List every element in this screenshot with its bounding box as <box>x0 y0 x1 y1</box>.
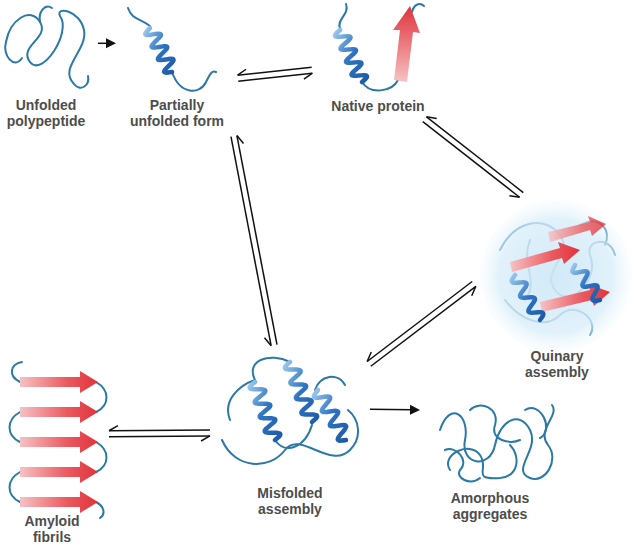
helix-ribbon <box>512 275 544 320</box>
figure-node: Amorphous aggregates <box>425 400 555 524</box>
arrow-line <box>423 122 520 198</box>
arrow-line <box>472 286 476 295</box>
figure-node: Amyloid fibrils <box>0 355 104 547</box>
node-label: Quinary assembly <box>507 348 607 380</box>
arrow-line <box>238 69 246 75</box>
node-label: Native protein <box>319 98 437 114</box>
arrow-line <box>237 136 277 345</box>
illustration-space <box>317 0 439 98</box>
arrow-line <box>509 196 519 198</box>
arrow-line <box>109 429 210 431</box>
node-label: Misfolded assembly <box>240 485 340 517</box>
reaction-arrow <box>423 117 524 197</box>
arrow-line <box>231 137 271 346</box>
helix-ribbon <box>335 30 367 82</box>
illustration-space <box>0 355 104 513</box>
node-label: Partially unfolded form <box>123 97 231 129</box>
figure-node: Partially unfolded form <box>121 0 233 131</box>
reaction-arrow <box>370 405 420 415</box>
reaction-arrow <box>231 136 277 346</box>
helix-ribbon <box>572 265 600 301</box>
coil-lines <box>5 4 615 518</box>
helix-ribbon <box>250 382 281 440</box>
node-label: Unfolded polypeptide <box>1 97 91 129</box>
arrow-line <box>426 117 436 119</box>
node-label: Amyloid fibrils <box>6 513 98 545</box>
node-label: Amorphous aggregates <box>440 490 540 522</box>
illustration-space <box>425 400 555 490</box>
figure-node: Unfolded polypeptide <box>0 0 93 131</box>
arrow-line <box>237 136 244 144</box>
arrow-line <box>201 436 210 441</box>
illustration-space <box>0 0 93 97</box>
arrow-line <box>370 409 412 411</box>
arrow-line <box>109 426 118 431</box>
figure-node: Misfolded assembly <box>215 350 365 519</box>
beta-strands <box>20 6 610 513</box>
arrow-line <box>238 67 312 75</box>
arrow-line <box>367 282 472 362</box>
arrow-line <box>304 73 312 79</box>
arrow-head <box>410 405 420 415</box>
helix-ribbon <box>145 28 173 73</box>
reaction-arrow <box>367 282 476 367</box>
illustration-space <box>478 198 636 348</box>
illustration-space <box>215 350 365 485</box>
figure-node: Quinary assembly <box>478 198 636 382</box>
helix-ribbon <box>285 362 317 422</box>
illustration-space <box>121 0 233 97</box>
arrow-line <box>367 352 371 361</box>
reaction-arrow <box>98 38 116 48</box>
helix-ribbon <box>314 390 346 441</box>
arrow-head <box>106 38 116 48</box>
arrow-line <box>265 338 272 346</box>
reaction-arrow <box>238 67 313 81</box>
quinary-cloud <box>480 200 632 352</box>
arrow-line <box>371 286 476 366</box>
reaction-arrow <box>109 426 210 441</box>
arrow-line <box>426 117 523 193</box>
figure-node: Native protein <box>317 0 439 116</box>
arrow-line <box>109 435 210 437</box>
